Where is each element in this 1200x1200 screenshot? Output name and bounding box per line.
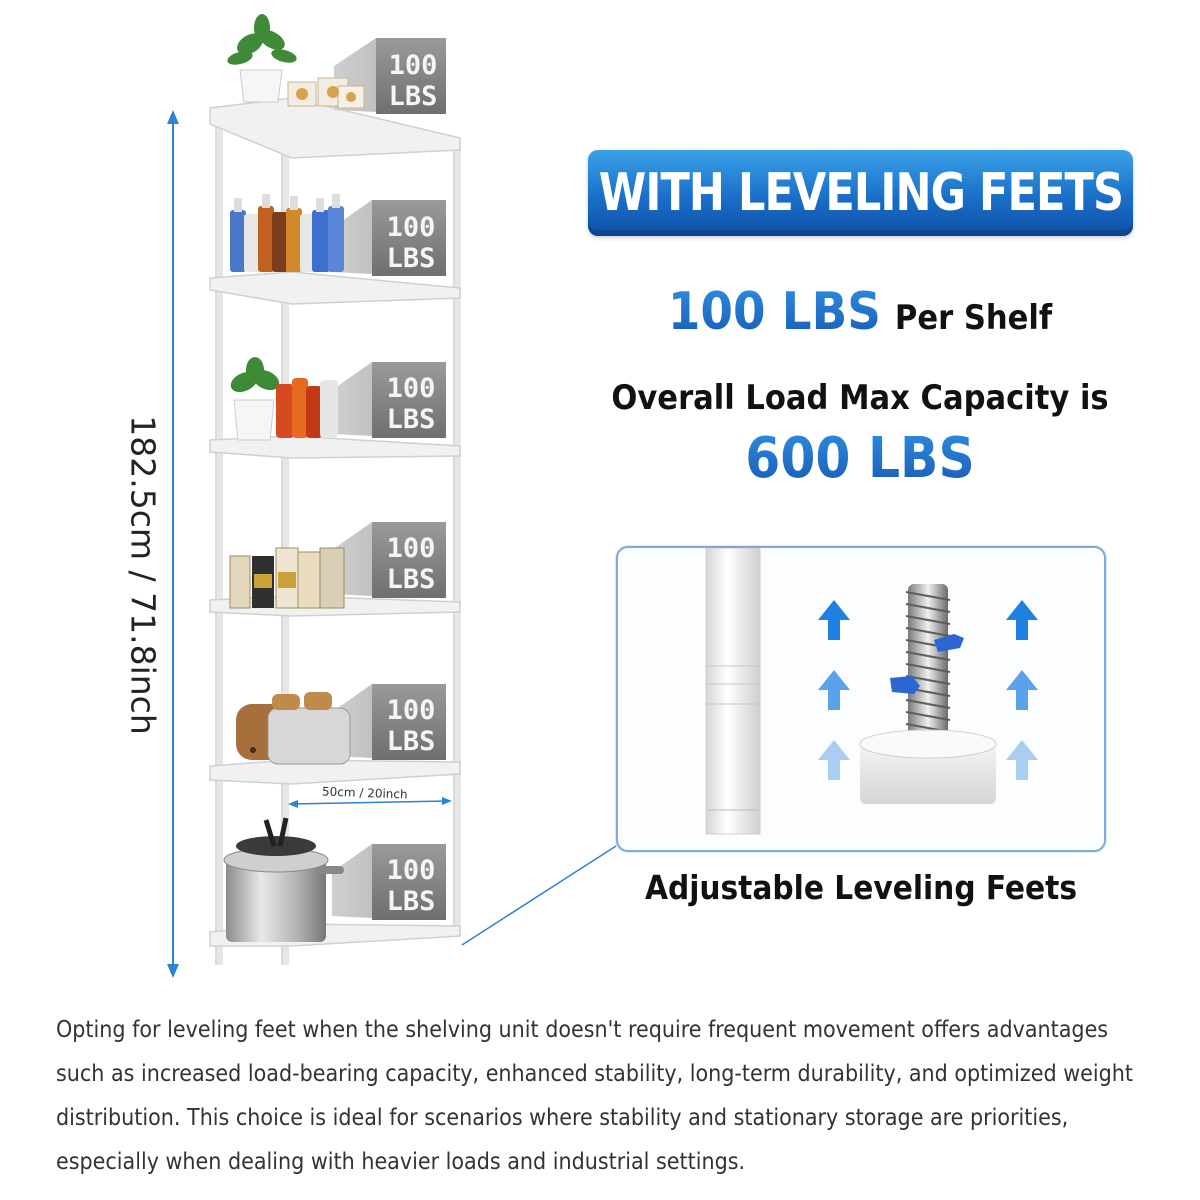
capacity-tag-value: 100 — [386, 533, 436, 564]
leveling-feet-detail — [616, 546, 1106, 852]
bottles-row — [230, 194, 344, 272]
detail-caption: Adjustable Leveling Feets — [644, 868, 1078, 907]
capacity-tag-6: 100 LBS — [383, 855, 439, 917]
per-shelf-value: 100 LBS — [667, 282, 881, 342]
capacity-tag-value: 100 — [386, 695, 436, 726]
adjust-up-arrows-left — [818, 600, 850, 780]
capacity-tag-value: 100 — [386, 212, 436, 243]
height-dimension-label: 182.5cm / 71.8inch — [123, 415, 163, 735]
per-shelf-text: Per Shelf — [894, 298, 1053, 338]
capacity-tag-value: 100 — [388, 50, 438, 81]
capacity-tag-unit: LBS — [386, 404, 436, 435]
capacity-tag-unit: LBS — [388, 81, 438, 112]
leveling-feet-banner: WITH LEVELING FEETS — [588, 150, 1133, 236]
plant-and-sauces — [230, 357, 338, 441]
leveling-foot-closeup — [705, 547, 1038, 835]
capacity-tag-unit: LBS — [386, 243, 436, 274]
capacity-tag-unit: LBS — [386, 726, 436, 757]
overall-capacity-value: 600 LBS — [745, 426, 975, 491]
shelf-post — [705, 547, 761, 835]
foot-pad — [859, 729, 997, 804]
potted-plant-top — [227, 14, 297, 103]
capacity-tag-2: 100 LBS — [383, 212, 439, 274]
overall-capacity: 600 LBS — [590, 426, 1130, 491]
product-description: Opting for leveling feet when the shelvi… — [56, 1017, 1133, 1175]
width-dimension-label: 50cm / 20inch — [321, 784, 408, 802]
banner-title: WITH LEVELING FEETS — [598, 163, 1123, 223]
shelf-illustration — [167, 14, 617, 978]
toaster — [236, 692, 351, 765]
capacity-tag-5: 100 LBS — [383, 695, 439, 757]
per-shelf-capacity: 100 LBS Per Shelf — [590, 282, 1130, 342]
overall-capacity-text: Overall Load Max Capacity is — [611, 378, 1109, 418]
capacity-tag-value: 100 — [386, 855, 436, 886]
threaded-bolt — [890, 584, 964, 754]
capacity-tag-1: 100 LBS — [385, 50, 441, 112]
capacity-tag-value: 100 — [386, 373, 436, 404]
capacity-tag-unit: LBS — [386, 886, 436, 917]
detail-leader-line — [461, 845, 617, 946]
canned-goods — [229, 547, 345, 609]
capacity-tag-unit: LBS — [386, 564, 436, 595]
capacity-tag-3: 100 LBS — [383, 373, 439, 435]
food-boxes-top — [287, 77, 365, 109]
capacity-tag-4: 100 LBS — [383, 533, 439, 595]
width-dimension-arrow — [288, 797, 452, 808]
height-dimension-arrow — [167, 110, 179, 978]
stock-pot — [223, 817, 344, 942]
adjust-up-arrows-right — [1006, 600, 1038, 780]
capacity-plates — [332, 38, 446, 920]
